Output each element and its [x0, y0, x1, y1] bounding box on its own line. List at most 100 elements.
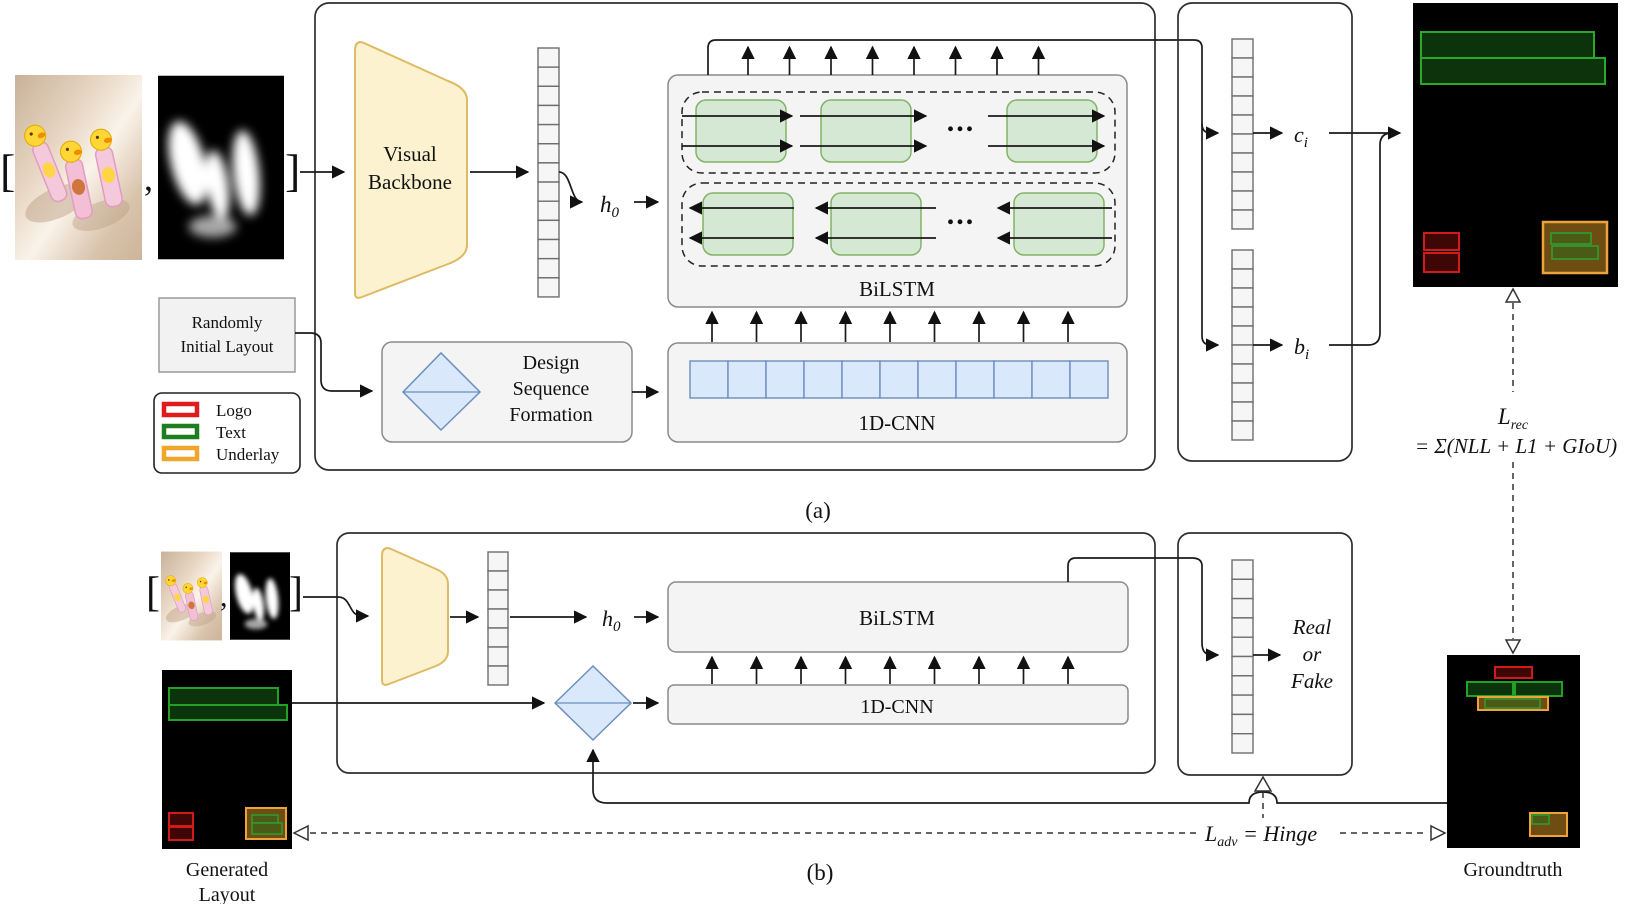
vector-cell — [841, 360, 881, 399]
vector-cell — [487, 589, 509, 610]
random-layout-label-1: Randomly — [192, 313, 263, 332]
cnn-block-b — [667, 684, 1129, 725]
saliency-mask-image-b — [230, 552, 290, 639]
vector-cell — [537, 257, 560, 279]
lstm-cell — [695, 99, 787, 163]
bi-label: bi — [1294, 334, 1309, 363]
logo-box — [168, 812, 194, 827]
vector-cell — [537, 238, 560, 260]
text-box — [1420, 31, 1595, 59]
lstm-cell — [702, 192, 794, 256]
groundtruth-feedback-wire — [586, 748, 1447, 804]
discriminator-vector-stack — [1231, 559, 1254, 754]
real-or-fake-1: Real — [1292, 615, 1332, 639]
vector-cell — [537, 277, 560, 298]
backward-lstm-cells — [702, 192, 1105, 256]
vector-cell — [1231, 713, 1254, 735]
ellipsis-backward: ... — [947, 198, 976, 231]
vector-cell — [537, 47, 560, 68]
dsf-label-2: Sequence — [513, 378, 590, 400]
legend-swatch-text — [161, 423, 200, 440]
vector-cell — [917, 360, 957, 399]
bilstm-b-output-wire — [1067, 557, 1220, 662]
feature-to-h0-arrow-a — [558, 171, 584, 209]
random-layout-label-2: Initial Layout — [180, 337, 273, 356]
logo-box — [1494, 666, 1533, 679]
visual-backbone-label-2: Backbone — [368, 170, 452, 194]
visual-backbone-a — [354, 40, 468, 299]
vector-cell — [1231, 655, 1254, 677]
vector-cell — [1031, 360, 1071, 399]
prediction-head-container — [1177, 2, 1353, 462]
vector-cell — [537, 162, 560, 183]
open-arrow-left-icon — [292, 824, 309, 842]
bilstm-label-a: BiLSTM — [859, 277, 935, 301]
visual-backbone-b — [381, 546, 449, 686]
visual-backbone-label-1: Visual — [383, 142, 437, 166]
vector-cell — [537, 85, 560, 107]
product-image-b — [161, 551, 222, 641]
generated-layout-image — [162, 670, 292, 849]
discriminator-container — [336, 532, 1156, 774]
vector-cell — [1231, 190, 1254, 211]
lrec-label: Lrec — [1497, 404, 1529, 433]
vector-cell — [803, 360, 843, 399]
bracket-close-b: ] — [289, 570, 303, 616]
feature-vector-b — [487, 551, 509, 686]
vector-cell — [487, 627, 509, 648]
vector-cell — [537, 200, 560, 222]
legend-label-underlay: Underlay — [216, 445, 280, 464]
vector-cell — [1231, 114, 1254, 135]
vector-cell — [1231, 287, 1254, 308]
vector-cell — [1231, 636, 1254, 658]
logo-box — [1423, 252, 1460, 273]
text-box — [168, 687, 279, 706]
vector-cell — [1231, 325, 1254, 346]
vector-cell — [1231, 675, 1254, 696]
text-box — [168, 704, 288, 721]
backward-lstm-row — [681, 182, 1116, 267]
vector-cell — [537, 181, 560, 202]
vector-cell — [1231, 152, 1254, 173]
vector-cell — [537, 123, 560, 145]
vector-cell — [537, 66, 560, 88]
bracket-open-a: [ — [0, 145, 15, 196]
text-box — [1466, 681, 1514, 697]
text-box — [1551, 245, 1599, 260]
vector-cell — [1231, 133, 1254, 154]
legend-swatch-underlay — [161, 445, 200, 462]
random-layout-arrow — [295, 332, 374, 398]
real-or-fake-3: Fake — [1290, 669, 1333, 693]
vector-cell — [537, 219, 560, 241]
panel-b-caption: (b) — [807, 860, 834, 885]
lstm-cell — [1013, 192, 1105, 256]
predicted-layout-image — [1413, 3, 1618, 287]
vector-cell — [487, 665, 509, 686]
vector-cell — [1231, 733, 1254, 754]
vector-cell — [487, 570, 509, 591]
dsf-label-1: Design — [523, 352, 580, 374]
vector-cell — [1231, 76, 1254, 97]
text-box — [1550, 232, 1592, 245]
vector-cell — [955, 360, 995, 399]
open-arrow-down-icon — [1504, 639, 1522, 655]
vector-cell — [1231, 559, 1254, 580]
text-box — [1484, 698, 1541, 709]
vector-cell — [1231, 420, 1254, 441]
ellipsis-forward: ... — [947, 105, 976, 138]
backward-flow-arrows — [688, 201, 1112, 245]
text-box — [251, 814, 279, 824]
vector-cell — [1231, 268, 1254, 289]
open-arrow-up-icon — [1504, 287, 1522, 303]
vector-cell — [1231, 344, 1254, 365]
legend-label-text: Text — [216, 423, 246, 442]
bilstm-output-arrows — [741, 45, 1046, 75]
vector-cell — [1231, 57, 1254, 78]
vector-cell — [1231, 306, 1254, 327]
panel-a: [ , ] Visual Backbone h0 — [0, 2, 1618, 655]
open-arrow-up-icon — [1253, 775, 1273, 792]
vector-cell — [1231, 401, 1254, 422]
cnn-label-a: 1D-CNN — [859, 411, 936, 435]
